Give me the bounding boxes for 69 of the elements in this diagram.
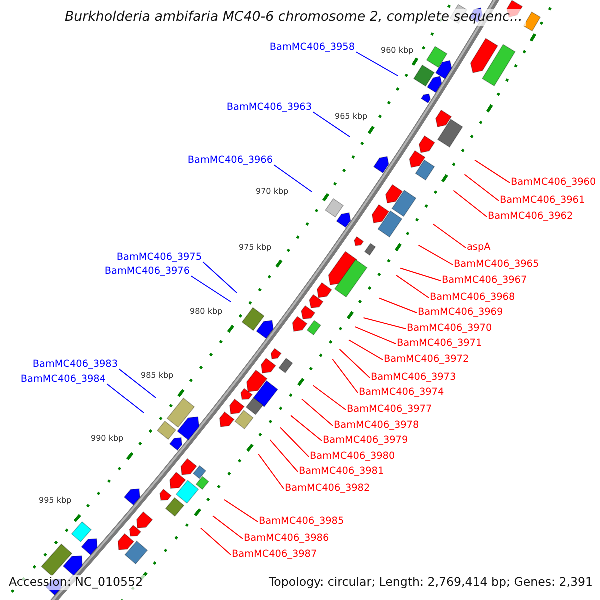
- leader-line: [190, 276, 232, 302]
- leader-line: [258, 454, 284, 490]
- gene-label: BamMC406_3968: [430, 292, 516, 304]
- leader-line: [348, 340, 384, 360]
- leader-line: [312, 385, 346, 410]
- leader-line: [270, 440, 298, 472]
- leader-line: [200, 528, 232, 556]
- gene-label: BamMC406_3974: [359, 387, 444, 399]
- leader-line: [224, 499, 258, 522]
- gene-label: BamMC406_3976: [104, 266, 190, 278]
- leader-line: [356, 52, 398, 76]
- gene-label: BamMC406_3958: [270, 42, 355, 54]
- tick-label: 980 kbp: [190, 307, 223, 317]
- leader-line: [290, 415, 322, 442]
- map-info-text: Topology: circular; Length: 2,769,414 bp; Genes: 2,391: [266, 574, 595, 590]
- leader-line: [453, 190, 488, 218]
- gene-label: BamMC406_3982: [285, 483, 370, 495]
- leader-line: [332, 358, 358, 394]
- tick-label: 975 kbp: [239, 243, 272, 253]
- gene-label: BamMC406_3966: [188, 155, 273, 167]
- gene-label: BamMC406_3969: [418, 307, 504, 319]
- leader-line: [106, 384, 144, 414]
- map-info-text: Accession: NC_010552: [7, 574, 146, 590]
- gene-label: BamMC406_3975: [116, 252, 202, 264]
- gene-label: BamMC406_3977: [347, 404, 432, 416]
- leader-line: [396, 275, 430, 298]
- tick-label: 960 kbp: [381, 46, 414, 56]
- leader-line: [432, 224, 466, 248]
- gene-label: BamMC406_3981: [299, 466, 384, 478]
- leader-line: [274, 164, 312, 192]
- gene-label: BamMC406_3979: [323, 435, 408, 447]
- tick-label: 965 kbp: [335, 112, 368, 122]
- gene-label: BamMC406_3971: [397, 338, 482, 350]
- leader-line: [212, 516, 244, 540]
- gene-label: BamMC406_3970: [407, 323, 492, 335]
- gene-label: BamMC406_3962: [488, 211, 574, 223]
- gene-label: BamMC406_3961: [500, 195, 586, 207]
- gene-label: BamMC406_3985: [259, 516, 344, 528]
- tick-label: 970 kbp: [256, 187, 289, 197]
- gene-label: BamMC406_3987: [232, 549, 318, 561]
- gene-label: BamMC406_3984: [20, 374, 106, 386]
- gene-label: BamMC406_3980: [310, 451, 396, 463]
- leader-line: [302, 398, 334, 426]
- leader-line: [363, 318, 406, 330]
- leader-line: [118, 368, 156, 398]
- tick-label: 990 kbp: [91, 434, 124, 444]
- gene-label: BamMC406_3978: [334, 420, 420, 432]
- gene-label: BamMC406_3965: [454, 259, 540, 271]
- gene-label: BamMC406_3983: [32, 359, 118, 371]
- leader-line: [474, 160, 510, 184]
- leader-line: [202, 262, 238, 294]
- gene-label: BamMC406_3960: [511, 177, 596, 189]
- gene-label: BamMC406_3967: [442, 275, 528, 287]
- map-title: Burkholderia ambifaria MC40-6 chromosome 2, complete sequenc...: [62, 9, 526, 26]
- leader-line: [378, 298, 418, 314]
- leader-line: [280, 427, 310, 458]
- tick-label: 985 kbp: [141, 371, 174, 381]
- gene-label: BamMC406_3973: [371, 372, 456, 384]
- leader-line: [418, 244, 454, 266]
- leader-line: [339, 349, 370, 378]
- leader-line: [464, 174, 500, 202]
- tick-label: 995 kbp: [39, 496, 72, 506]
- leader-line: [312, 112, 350, 138]
- gene-label: BamMC406_3986: [244, 533, 330, 545]
- gene-label: BamMC406_3963: [226, 102, 312, 114]
- gene-label: BamMC406_3972: [384, 354, 470, 366]
- leader-line: [354, 326, 396, 344]
- gene-label: aspA: [467, 242, 491, 254]
- leader-line: [400, 268, 442, 282]
